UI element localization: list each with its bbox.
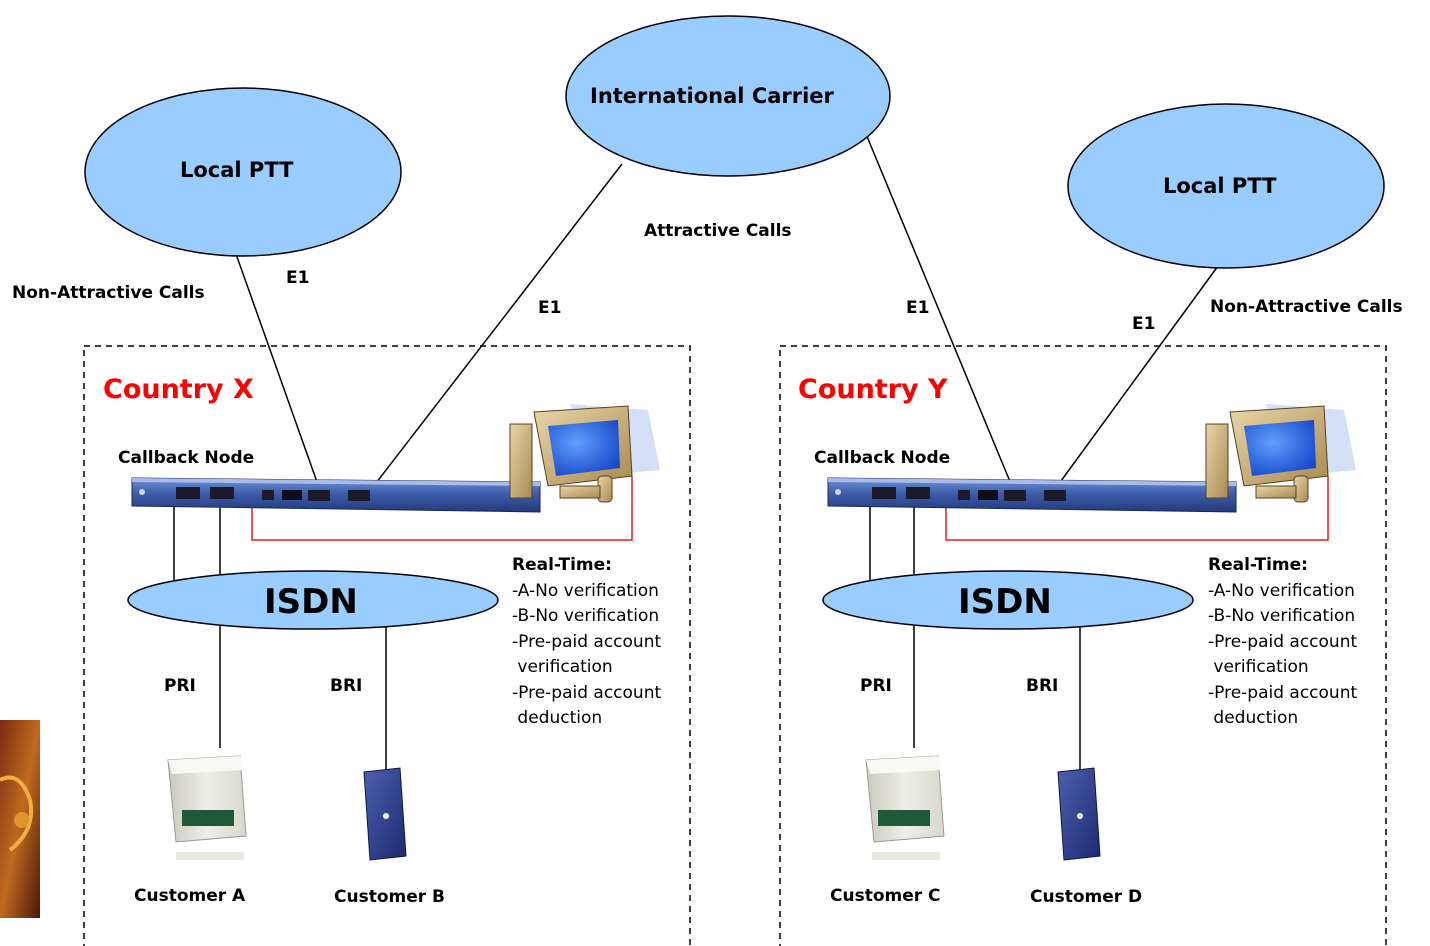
bri-y-label: BRI: [1026, 676, 1059, 696]
isdn-cloud-x: [127, 570, 499, 630]
callback-node-x-label: Callback Node: [118, 448, 255, 468]
customer-c-label: Customer C: [830, 886, 941, 906]
realtime-x-item: -A-No verification: [512, 580, 659, 601]
realtime-y-item: -Pre-paid account: [1208, 682, 1358, 703]
local-ptt-left-label: Local PTT: [180, 158, 294, 182]
country-x-boundary: [83, 345, 691, 946]
customer-c-device: [865, 755, 945, 860]
non-attractive-calls-left-label: Non-Attractive Calls: [12, 283, 205, 303]
e1-label-right-ptt: E1: [1132, 314, 1156, 334]
attractive-calls-label: Attractive Calls: [644, 221, 792, 241]
realtime-y-item: -B-No verification: [1208, 606, 1356, 626]
data-link-x: [251, 476, 633, 541]
realtime-x-title: Real-Time:: [512, 555, 612, 575]
customer-b-label: Customer B: [334, 887, 446, 907]
customer-d-device: [1057, 767, 1101, 861]
e1-link-carrier-left: [365, 163, 623, 497]
non-attractive-calls-right-label: Non-Attractive Calls: [1210, 297, 1403, 317]
customer-a-label: Customer A: [134, 886, 246, 906]
international-carrier-cloud: [565, 15, 891, 177]
data-link-y: [945, 476, 1329, 541]
bri-x-label: BRI: [330, 676, 363, 696]
local-ptt-right-cloud: [1067, 103, 1385, 269]
callback-node-y-label: Callback Node: [814, 448, 951, 468]
realtime-x-item: -B-No verification: [512, 606, 660, 626]
e1-label-carrier-left: E1: [538, 298, 562, 318]
realtime-y-title: Real-Time:: [1208, 555, 1308, 575]
isdn-x-label: ISDN: [264, 582, 358, 622]
e1-link-left-ptt: [235, 253, 323, 497]
realtime-x-item: verification: [512, 657, 613, 677]
e1-label-left-ptt: E1: [286, 268, 310, 288]
e1-link-right-ptt: [1049, 265, 1219, 497]
realtime-x-item: -Pre-paid account: [512, 631, 662, 652]
country-x-title: Country X: [103, 374, 254, 405]
decorative-photo: [0, 720, 40, 918]
realtime-x-item: -Pre-paid account: [512, 682, 662, 703]
realtime-y-item: verification: [1208, 657, 1309, 677]
monitoring-computer-y: [1205, 404, 1356, 503]
pri-y-label: PRI: [860, 676, 892, 696]
country-y-title: Country Y: [798, 374, 948, 405]
e1-label-carrier-right: E1: [906, 298, 930, 318]
realtime-y-list: Real-Time: -A-No verification -B-No veri…: [1208, 553, 1357, 732]
local-ptt-left-cloud: [84, 87, 402, 257]
pri-x-label: PRI: [164, 676, 196, 696]
callback-node-y-device: [827, 477, 1237, 513]
local-ptt-right-label: Local PTT: [1163, 174, 1277, 198]
isdn-cloud-y: [822, 570, 1194, 630]
callback-node-x-device: [131, 477, 541, 513]
realtime-y-item: -A-No verification: [1208, 580, 1355, 601]
customer-b-device: [363, 767, 407, 861]
monitoring-computer-x: [509, 404, 660, 503]
realtime-y-item: -Pre-paid account: [1208, 631, 1358, 652]
country-y-boundary: [779, 345, 1387, 946]
e1-link-carrier-right: [865, 133, 1017, 497]
realtime-x-list: Real-Time: -A-No verification -B-No veri…: [512, 553, 661, 732]
international-carrier-label: International Carrier: [590, 84, 834, 108]
realtime-x-item: deduction: [512, 708, 603, 728]
realtime-y-item: deduction: [1208, 708, 1299, 728]
customer-d-label: Customer D: [1030, 887, 1143, 907]
isdn-y-label: ISDN: [958, 582, 1052, 622]
customer-a-device: [167, 755, 247, 860]
